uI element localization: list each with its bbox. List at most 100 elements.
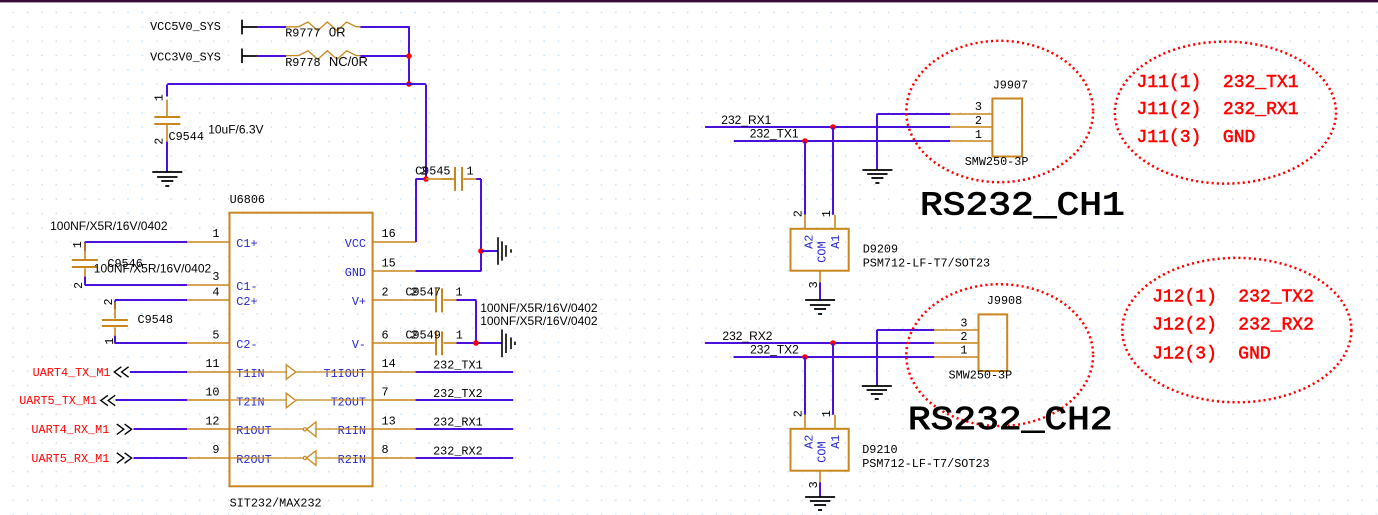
svg-text:3: 3 [807,481,821,488]
svg-text:C2+: C2+ [236,295,257,309]
svg-text:J11(2): J11(2) [1137,100,1202,120]
svg-text:232_TX2: 232_TX2 [433,387,483,401]
svg-text:U6806: U6806 [230,193,265,207]
svg-text:1: 1 [152,94,166,101]
svg-text:UART5_TX_M1: UART5_TX_M1 [19,394,97,408]
svg-text:A1: A1 [829,235,843,249]
svg-text:8: 8 [382,443,389,457]
svg-text:0R: 0R [329,25,346,40]
svg-text:3: 3 [807,281,821,288]
svg-text:16: 16 [382,227,396,241]
svg-text:C9548: C9548 [138,313,173,327]
svg-text:RS232_CH2: RS232_CH2 [908,401,1113,439]
svg-text:R1IN: R1IN [338,424,366,438]
svg-text:2: 2 [102,298,116,305]
svg-text:C2-: C2- [236,338,257,352]
svg-text:A2: A2 [803,235,817,249]
svg-text:2: 2 [382,285,389,299]
svg-text:UART4_RX_M1: UART4_RX_M1 [31,423,109,437]
svg-text:R9778: R9778 [285,56,320,70]
svg-text:C1-: C1- [236,280,257,294]
svg-text:C9544: C9544 [169,130,204,144]
svg-text:1: 1 [975,128,982,142]
svg-text:C1+: C1+ [236,237,257,251]
svg-text:UART5_RX_M1: UART5_RX_M1 [31,452,109,466]
svg-text:2: 2 [152,138,166,145]
svg-text:100NF/X5R/16V/0402: 100NF/X5R/16V/0402 [480,314,598,328]
svg-text:NC/0R: NC/0R [329,54,368,69]
svg-text:232_TX1: 232_TX1 [1223,73,1299,93]
svg-text:1: 1 [71,241,85,248]
svg-text:3: 3 [960,317,967,331]
svg-text:J11(3): J11(3) [1137,128,1202,148]
svg-text:2: 2 [792,210,806,217]
svg-text:C9546: C9546 [107,257,142,271]
svg-text:2: 2 [411,328,418,342]
svg-text:J12(1): J12(1) [1152,288,1217,308]
svg-text:PSM712-LF-T7/SOT23: PSM712-LF-T7/SOT23 [862,457,989,471]
svg-text:2: 2 [792,410,806,417]
svg-text:12: 12 [205,414,219,428]
svg-text:D9210: D9210 [862,443,897,457]
svg-text:VCC5V0_SYS: VCC5V0_SYS [150,20,221,34]
svg-text:2: 2 [960,330,967,344]
svg-text:232_TX1: 232_TX1 [433,358,483,372]
svg-text:COM: COM [816,241,830,262]
svg-text:T1IOUT: T1IOUT [324,367,366,381]
svg-text:1: 1 [456,286,463,300]
svg-text:C9545: C9545 [415,164,450,178]
svg-text:100NF/X5R/16V/0402: 100NF/X5R/16V/0402 [480,301,598,315]
svg-text:GND: GND [345,266,366,280]
svg-text:J9908: J9908 [987,294,1022,308]
svg-text:4: 4 [212,285,219,299]
svg-text:5: 5 [212,328,219,342]
svg-text:T2IN: T2IN [236,395,264,409]
svg-text:A2: A2 [803,435,817,449]
svg-text:232_RX1: 232_RX1 [721,113,771,127]
svg-text:11: 11 [205,357,219,371]
svg-text:7: 7 [382,386,389,400]
svg-text:100NF/X5R/16V/0402: 100NF/X5R/16V/0402 [94,262,212,276]
svg-text:J9907: J9907 [993,78,1028,92]
svg-text:13: 13 [382,414,396,428]
svg-text:232_RX2: 232_RX2 [1238,316,1314,336]
svg-text:SMW250-3P: SMW250-3P [949,369,1013,383]
svg-text:PSM712-LF-T7/SOT23: PSM712-LF-T7/SOT23 [863,256,990,270]
svg-text:V+: V+ [352,295,366,309]
svg-text:SMW250-3P: SMW250-3P [965,155,1029,169]
svg-text:2: 2 [411,286,418,300]
svg-text:VCC3V0_SYS: VCC3V0_SYS [150,50,221,64]
svg-text:R1OUT: R1OUT [236,424,271,438]
svg-text:T2OUT: T2OUT [331,395,366,409]
svg-text:1: 1 [820,210,834,217]
svg-text:2: 2 [72,282,86,289]
svg-text:232_RX2: 232_RX2 [433,444,483,458]
svg-text:9: 9 [212,443,219,457]
svg-text:T1IN: T1IN [236,367,264,381]
svg-text:10uF/6.3V: 10uF/6.3V [208,123,263,137]
svg-text:1: 1 [960,344,967,358]
svg-text:R9777: R9777 [285,27,320,41]
svg-text:2: 2 [975,114,982,128]
svg-text:V-: V- [352,338,366,352]
svg-text:R2IN: R2IN [338,453,366,467]
svg-text:232_TX1: 232_TX1 [750,127,799,141]
svg-text:D9209: D9209 [863,242,898,256]
svg-text:2: 2 [420,164,427,178]
svg-text:UART4_TX_M1: UART4_TX_M1 [33,366,111,380]
svg-text:GND: GND [1238,344,1270,364]
svg-text:1: 1 [103,338,117,345]
svg-text:6: 6 [382,328,389,342]
svg-text:R2OUT: R2OUT [236,453,271,467]
svg-text:100NF/X5R/16V/0402: 100NF/X5R/16V/0402 [50,219,168,233]
svg-text:GND: GND [1223,128,1255,148]
svg-text:A1: A1 [829,435,843,449]
svg-text:C9549: C9549 [405,328,440,342]
svg-text:J11(1): J11(1) [1137,73,1202,93]
svg-text:C9547: C9547 [405,286,440,300]
svg-text:COM: COM [816,441,830,462]
svg-text:232_TX2: 232_TX2 [750,342,799,356]
svg-text:1: 1 [820,410,834,417]
svg-text:1: 1 [212,227,219,241]
svg-text:VCC: VCC [345,237,366,251]
